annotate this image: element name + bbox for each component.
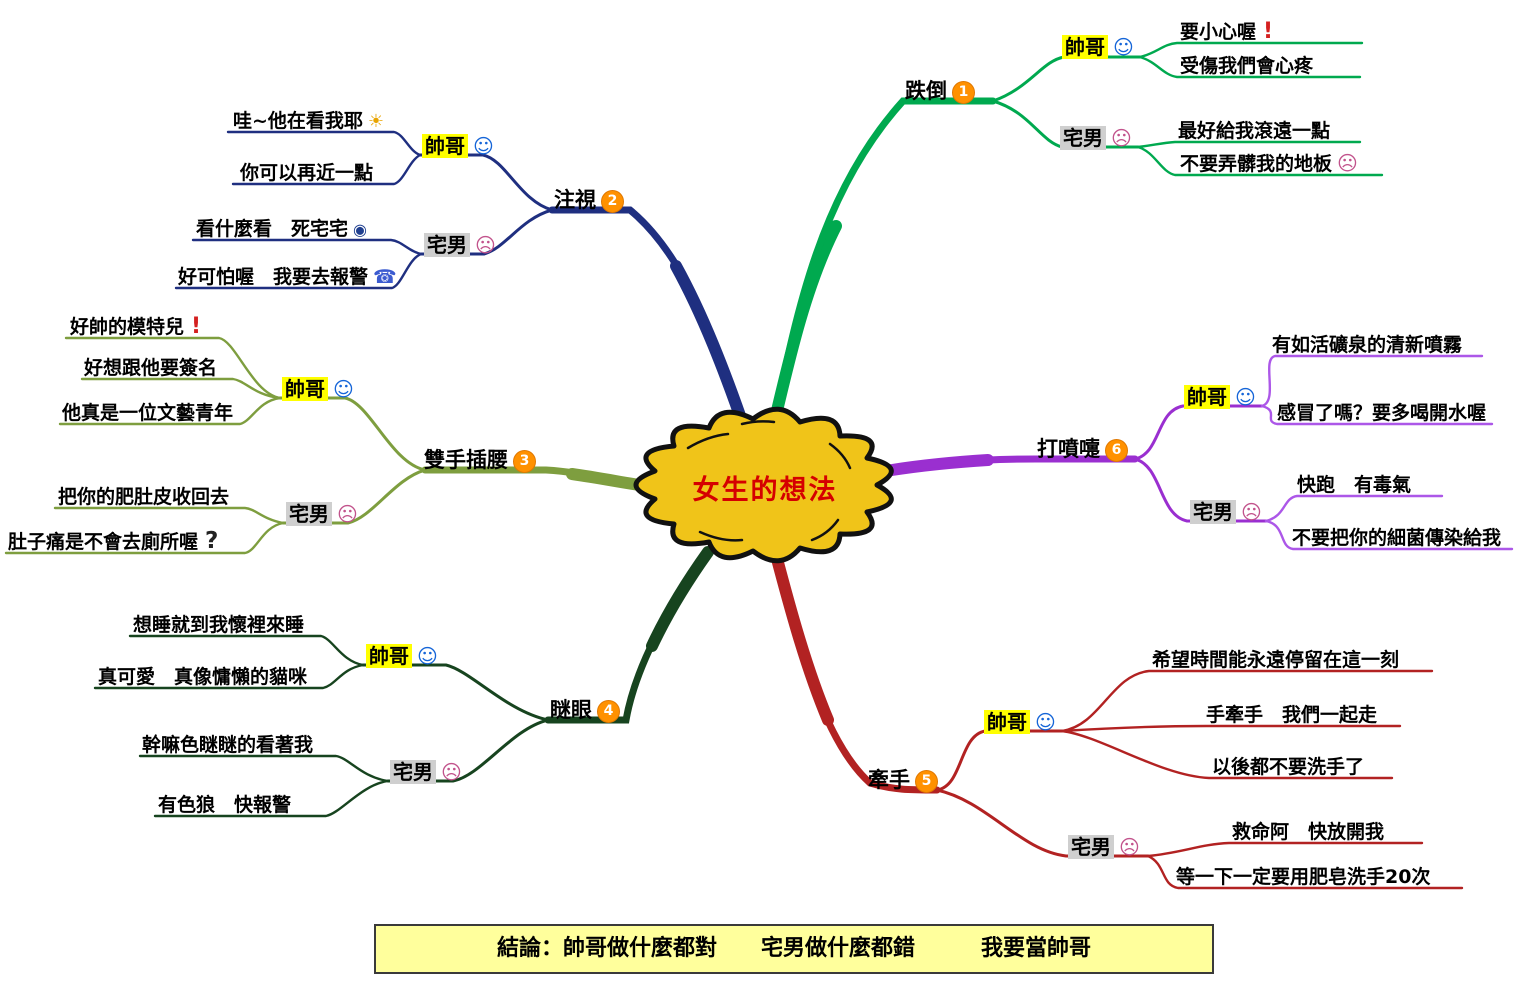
leaf-artistic-youth[interactable]: 他真是一位文藝青年: [62, 402, 234, 424]
frowny-icon: ☹: [1119, 835, 1140, 859]
branch-number-badge: 6: [1105, 439, 1128, 462]
topic-label: 打噴嚏: [1037, 437, 1100, 461]
leaf-sleep-in-my-arms[interactable]: 想睡就到我懷裡來睡: [133, 614, 305, 636]
leaf-wash-hands-20-times[interactable]: 等一下一定要用肥皂洗手20次: [1176, 866, 1431, 888]
branch3-handsome-label[interactable]: 帥哥☺: [282, 373, 354, 402]
branch4-otaku-label[interactable]: 宅男☹: [390, 756, 462, 785]
frowny-icon: ☹: [1111, 126, 1132, 150]
branch-number-badge: 3: [513, 450, 536, 473]
exclamation-icon: !: [1263, 19, 1274, 44]
branch5-handsome-label[interactable]: 帥哥☺: [984, 706, 1056, 735]
branch-sneeze-leaf-lines: [1260, 354, 1514, 551]
branch-number-badge: 2: [601, 190, 624, 213]
leaf-come-closer[interactable]: 你可以再近一點: [240, 162, 374, 184]
leaf-leering-at-me[interactable]: 幹嘛色瞇瞇的看著我: [142, 734, 314, 756]
leaf-dont-spread-germs[interactable]: 不要把你的細菌傳染給我: [1292, 527, 1502, 549]
leaf-stomachache-toilet[interactable]: 肚子痛是不會去廁所喔?: [8, 528, 219, 554]
branch-fall-lines: [766, 41, 1384, 438]
branch2-otaku-label[interactable]: 宅男☹: [424, 229, 496, 258]
bulb-icon: ☀: [367, 111, 385, 132]
leaf-dirty-floor[interactable]: 不要弄髒我的地板☹: [1180, 151, 1358, 175]
topic-label: 雙手插腰: [424, 448, 508, 472]
leaf-be-careful[interactable]: 要小心喔!: [1180, 19, 1274, 44]
branch6-handsome-label[interactable]: 帥哥☺: [1184, 381, 1256, 410]
leaf-lazy-cat[interactable]: 真可愛 真像慵懶的貓咪: [98, 666, 308, 688]
branch3-otaku-label[interactable]: 宅男☹: [286, 498, 358, 527]
leaf-he-looks-at-me[interactable]: 哇~他在看我耶☀: [233, 110, 385, 132]
branch1-otaku-label[interactable]: 宅男☹: [1060, 122, 1132, 151]
branch2-handsome-label[interactable]: 帥哥☺: [422, 130, 494, 159]
leaf-time-stop-forever[interactable]: 希望時間能永遠停留在這一刻: [1152, 649, 1400, 671]
leaf-run-poison-gas[interactable]: 快跑 有毒氣: [1297, 474, 1412, 496]
branch-number-badge: 5: [915, 770, 938, 793]
branch5-otaku-label[interactable]: 宅男☹: [1068, 831, 1140, 860]
question-icon: ?: [205, 528, 219, 554]
leaf-drink-water[interactable]: 感冒了嗎？要多喝開水喔: [1277, 402, 1487, 424]
conclusion-box: 結論：帥哥做什麼都對 宅男做什麼都錯 我要當帥哥: [374, 924, 1214, 974]
leaf-roll-away[interactable]: 最好給我滾遠一點: [1178, 120, 1331, 142]
smiley-icon: ☺: [417, 644, 438, 668]
frowny-icon: ☹: [1337, 151, 1358, 175]
center-topic-title[interactable]: 女生的想法: [692, 475, 838, 506]
frowny-icon: ☹: [337, 502, 358, 526]
branch-number-badge: 4: [597, 700, 620, 723]
leaf-walk-together[interactable]: 手牽手 我們一起走: [1206, 704, 1378, 726]
smiley-icon: ☺: [1035, 710, 1056, 734]
branch1-handsome-label[interactable]: 帥哥☺: [1062, 31, 1134, 60]
smiley-icon: ☺: [1235, 385, 1256, 409]
leaf-handsome-model[interactable]: 好帥的模特兒!: [70, 314, 202, 339]
topic-label: 牽手: [868, 768, 910, 792]
frowny-icon: ☹: [1241, 500, 1262, 524]
branch6-otaku-label[interactable]: 宅男☹: [1190, 496, 1262, 525]
leaf-call-police[interactable]: 好可怕喔 我要去報警☎: [178, 266, 397, 288]
branch-number-badge: 1: [952, 81, 975, 104]
leaf-fat-belly[interactable]: 把你的肥肚皮收回去: [58, 486, 230, 508]
topic-label: 瞇眼: [550, 698, 592, 722]
topic-label: 注視: [554, 188, 596, 212]
leaf-fresh-spray[interactable]: 有如活礦泉的清新噴霧: [1272, 334, 1463, 356]
smiley-icon: ☺: [1113, 35, 1134, 59]
leaf-want-autograph[interactable]: 好想跟他要簽名: [84, 357, 218, 379]
leaf-what-are-you-looking-at[interactable]: 看什麼看 死宅宅◉: [196, 218, 367, 240]
leaf-never-wash-hands[interactable]: 以後都不要洗手了: [1212, 756, 1365, 778]
leaf-pervert-call-police[interactable]: 有色狼 快報警: [158, 794, 292, 816]
branch4-handsome-label[interactable]: 帥哥☺: [366, 640, 438, 669]
frowny-icon: ☹: [475, 233, 496, 257]
leaf-heartache[interactable]: 受傷我們會心疼: [1180, 55, 1314, 77]
topic-label: 跌倒: [905, 79, 947, 103]
leaf-help-let-go[interactable]: 救命阿 快放開我: [1232, 821, 1385, 843]
smiley-icon: ☺: [473, 134, 494, 158]
eye-icon: ◉: [353, 220, 367, 239]
phone-icon: ☎: [373, 266, 397, 288]
frowny-icon: ☹: [441, 760, 462, 784]
exclamation-icon: !: [191, 314, 202, 339]
smiley-icon: ☺: [333, 377, 354, 401]
